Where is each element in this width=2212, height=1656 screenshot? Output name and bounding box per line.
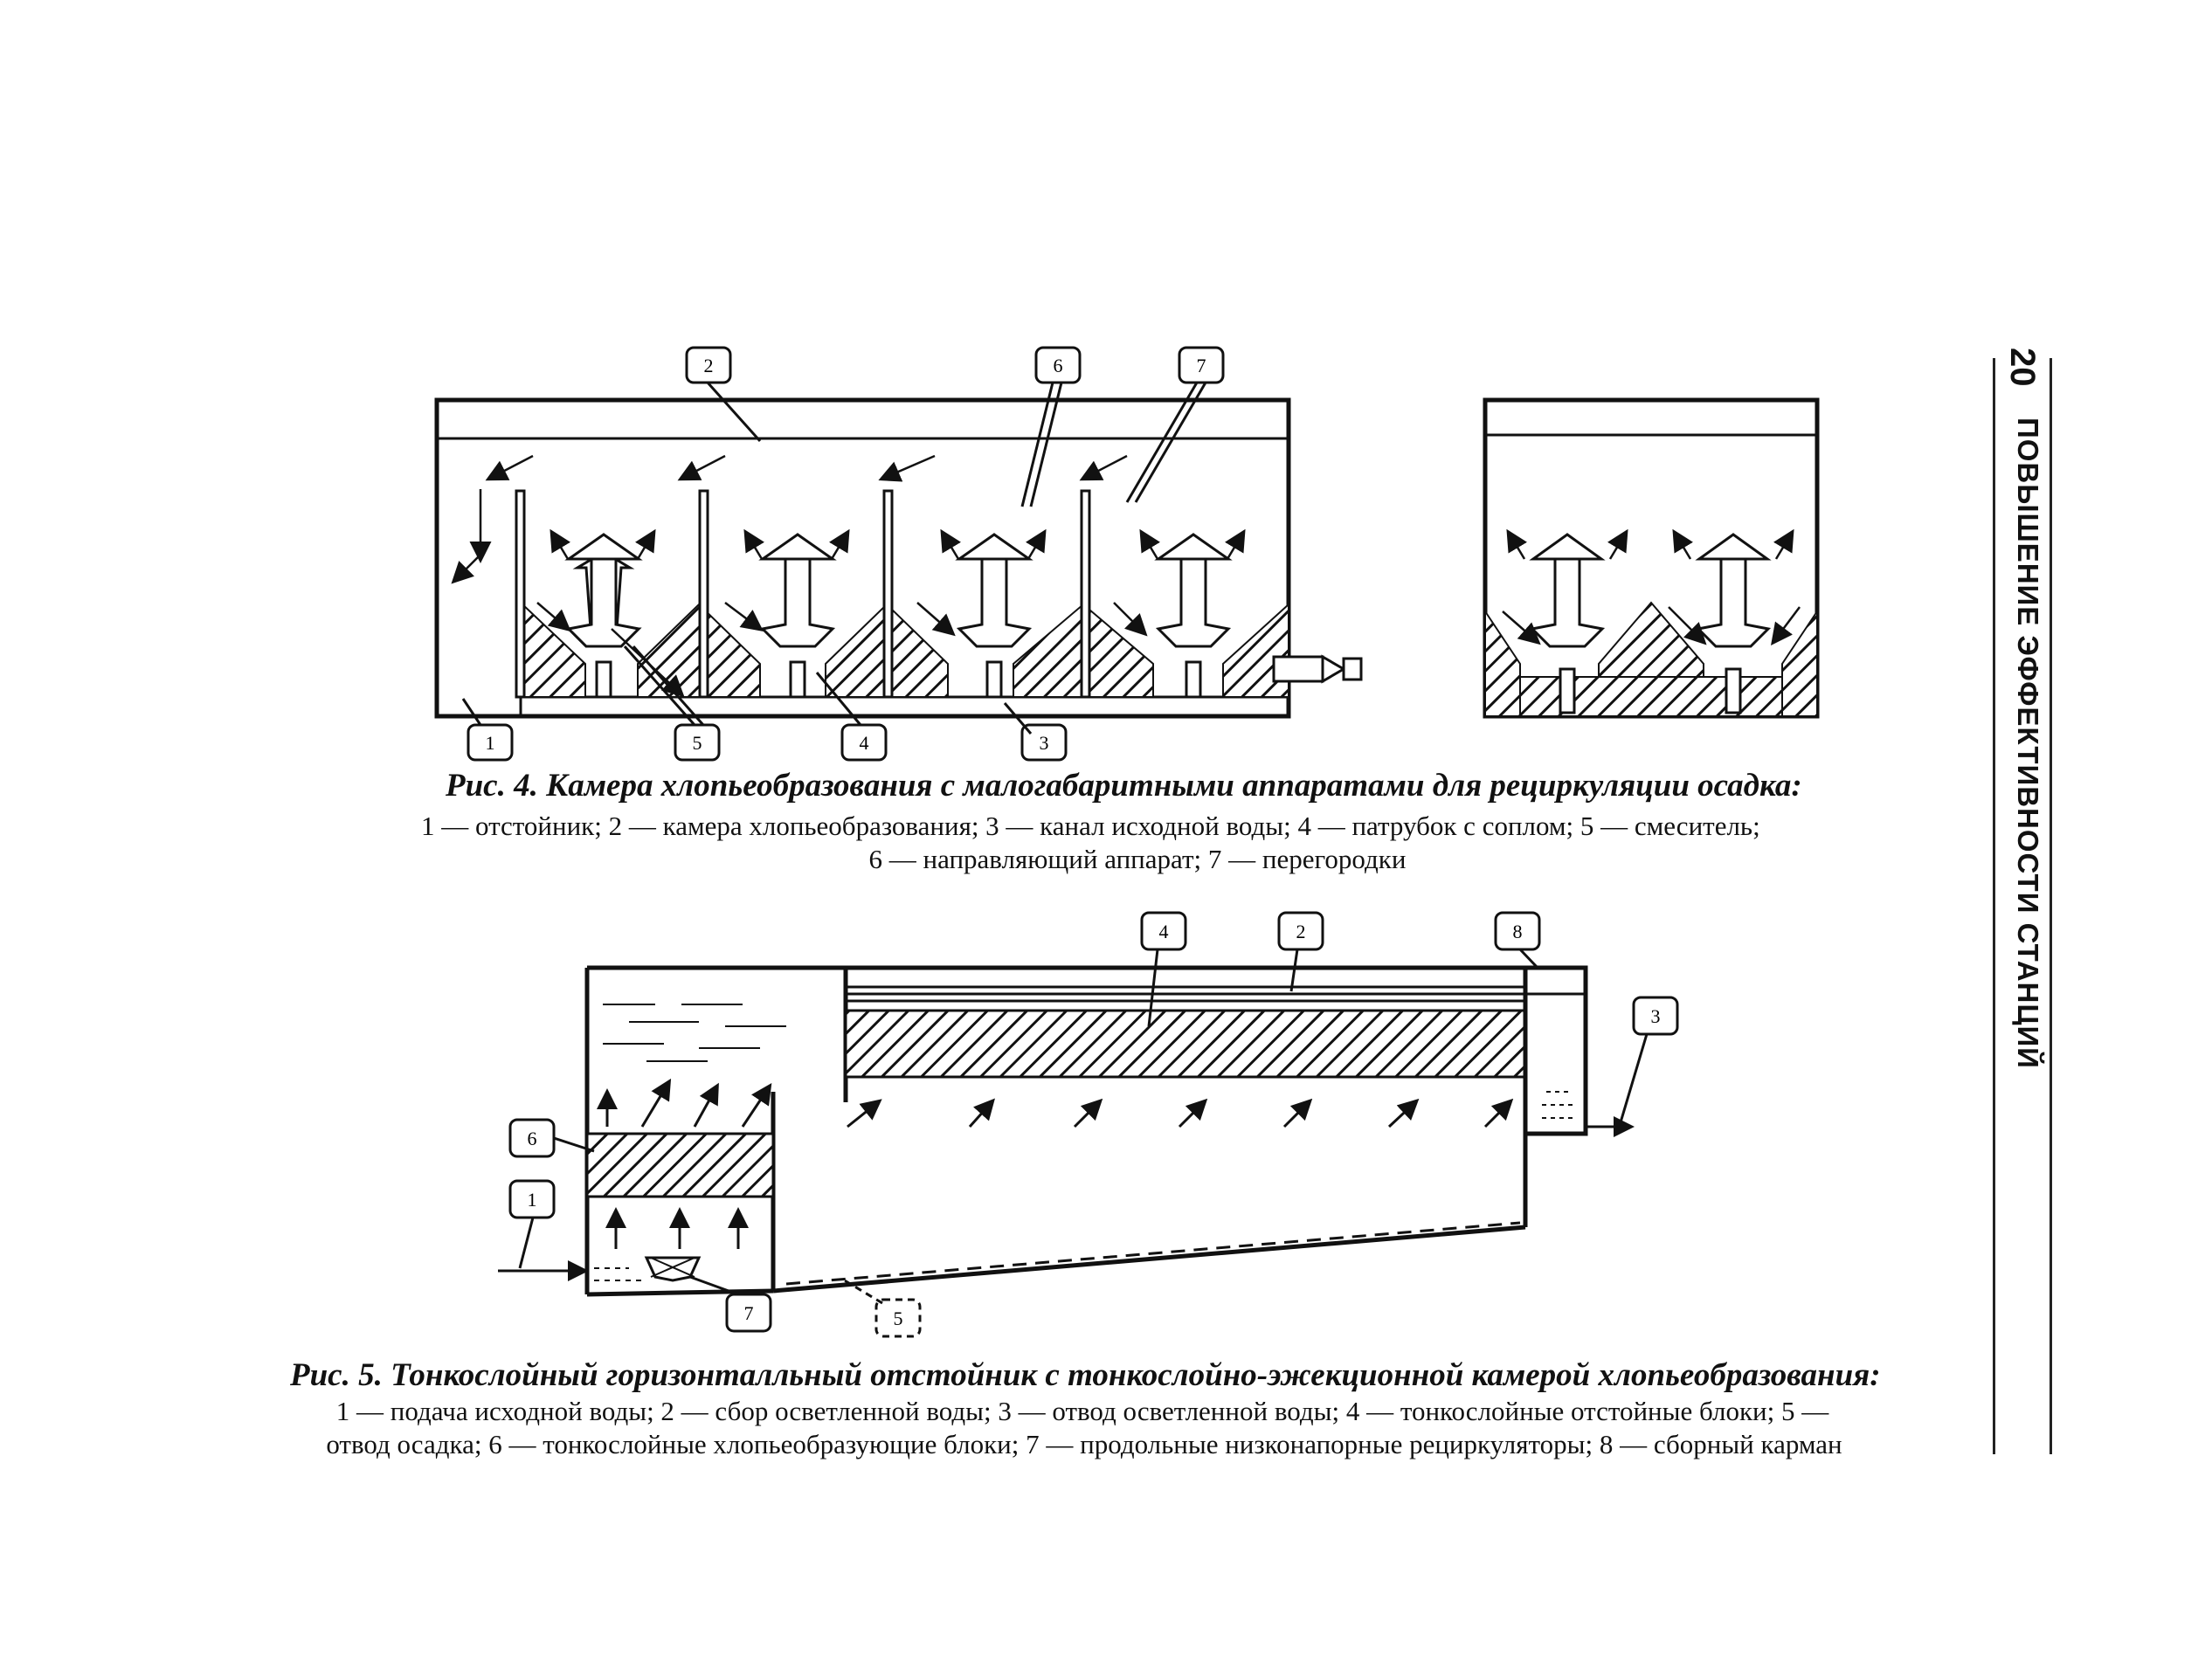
fig5-callout-1: 1 — [528, 1189, 537, 1211]
fig5-settler — [584, 965, 1588, 1297]
page-number: 20 — [2003, 348, 2042, 387]
fig5-callout-4: 4 — [1159, 921, 1169, 942]
sidebar-rule-left — [1993, 358, 1995, 1454]
fig4-callout-3: 3 — [1040, 732, 1049, 754]
figure-5-caption-line-2: отвод осадка; 6 — тонкослойные хлопьеобр… — [326, 1429, 1842, 1459]
fig5-callout-8: 8 — [1513, 921, 1523, 942]
figure-5-caption-line-1: 1 — подача исходной воды; 2 — сбор освет… — [335, 1396, 1829, 1426]
fig4-callout-5: 5 — [693, 732, 702, 754]
figure-5-caption-title: Рис. 5. Тонкослойный горизонталльный отс… — [290, 1357, 1881, 1393]
running-title: ПОВЫШЕНИЕ ЭФФЕКТИВНОСТИ СТАНЦИЙ — [2012, 417, 2044, 1069]
fig4-side-tank — [1483, 397, 1820, 719]
fig5-callout-3: 3 — [1651, 1005, 1661, 1027]
fig4-callout-2: 2 — [704, 355, 714, 376]
fig5-callout-numbers: 4 2 8 3 6 1 7 5 — [528, 921, 1661, 1329]
fig5-flow-arrows — [498, 1078, 1635, 1281]
fig5-callout-7: 7 — [744, 1302, 754, 1324]
fig4-callout-6: 6 — [1054, 355, 1063, 376]
fig4-callout-7: 7 — [1197, 355, 1206, 376]
figure-4-caption-title: Рис. 4. Камера хлопьеобразования с малог… — [446, 768, 1802, 804]
sidebar-rule-right — [2050, 358, 2052, 1454]
fig4-flow-arrows — [451, 454, 1246, 698]
figure-4-caption-line-1: 1 — отстойник; 2 — камера хлопьеобразова… — [421, 811, 1760, 841]
fig5-callout-2: 2 — [1296, 921, 1306, 942]
fig5-callouts — [508, 911, 1679, 1338]
fig4-callout-4: 4 — [860, 732, 869, 754]
figure-4-caption-line-2: 6 — направляющий аппарат; 7 — перегородк… — [868, 844, 1407, 874]
fig4-callout-1: 1 — [486, 732, 495, 754]
fig4-callout-numbers: 2 6 7 1 5 4 3 — [486, 355, 1206, 754]
fig5-callout-6: 6 — [528, 1128, 537, 1149]
fig4-main-tank — [434, 397, 1363, 719]
fig4-callouts — [461, 346, 1225, 762]
fig5-callout-5: 5 — [894, 1308, 903, 1329]
fig4-mixers — [564, 533, 1233, 648]
